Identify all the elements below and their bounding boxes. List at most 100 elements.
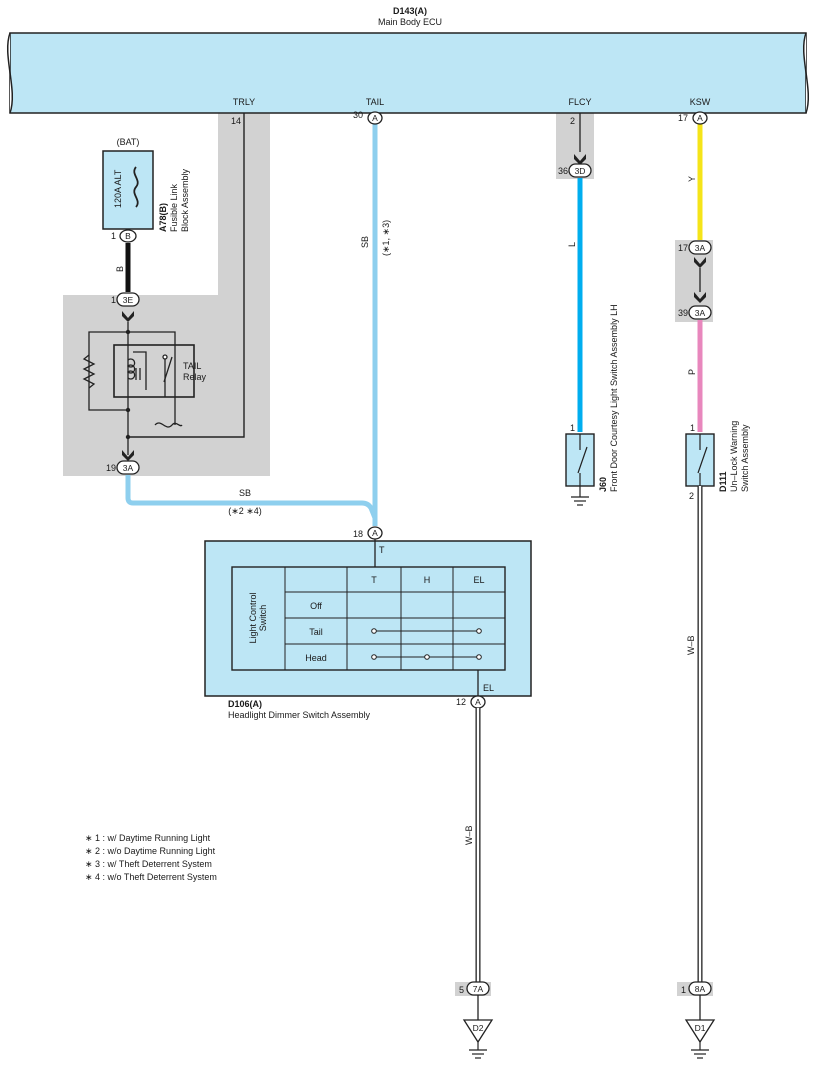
fusible-link-id: A78(B) <box>158 203 168 232</box>
ecu-name: Main Body ECU <box>378 17 442 27</box>
connector-ksw-upper-3a: 3A <box>688 240 712 255</box>
note-2: ∗ 2 : w/o Daytime Running Light <box>85 846 216 856</box>
courtesy-light-switch <box>565 433 595 506</box>
b-wire-label: B <box>115 266 125 272</box>
d2-label: D2 <box>473 1023 484 1033</box>
connector-3e: 3E <box>116 292 140 307</box>
column-el: EL <box>473 575 484 585</box>
column-h: H <box>424 575 431 585</box>
svg-text:3A: 3A <box>123 463 134 473</box>
junction-dot <box>125 434 131 440</box>
ksw-wire-color-top: Y <box>687 176 697 182</box>
svg-text:B: B <box>125 231 131 241</box>
trly-terminal-label: TRLY <box>233 97 255 107</box>
ksw-terminal-label: KSW <box>690 97 711 107</box>
connector-chevron-icon <box>122 311 134 322</box>
light-control-name-1: Light Control <box>248 592 258 643</box>
light-control-name-2: Switch <box>258 605 268 632</box>
svg-text:A: A <box>372 113 378 123</box>
note-4: ∗ 4 : w/o Theft Deterrent System <box>85 872 217 882</box>
d2-ground-icon <box>469 1042 487 1059</box>
tail-wire-note: (∗1, ∗3) <box>381 220 391 256</box>
fusible-link-box <box>102 150 154 230</box>
light-control-table <box>231 566 506 671</box>
connector-7a: 7A <box>466 981 490 996</box>
courtesy-switch-name: Front Door Courtesy Light Switch Assembl… <box>609 304 619 492</box>
svg-text:7A: 7A <box>473 984 484 994</box>
svg-text:3A: 3A <box>695 243 706 253</box>
row-off: Off <box>310 601 322 611</box>
connector-3d: 3D <box>568 163 592 178</box>
tail-wire-color: SB <box>360 236 370 248</box>
dimmer-id: D106(A) <box>228 699 262 709</box>
ksw-wire-color-bottom: P <box>687 369 697 375</box>
courtesy-switch-id: J60 <box>598 477 608 492</box>
junction-dot <box>125 407 131 413</box>
column-t: T <box>371 575 377 585</box>
relay-bottom-pin: 19 <box>106 463 116 473</box>
relay-top-pin: 1 <box>111 295 116 305</box>
ksw-upper-pin: 17 <box>678 243 688 253</box>
bat-label: (BAT) <box>117 137 140 147</box>
dimmer-input-pin: 18 <box>353 529 363 539</box>
unlock-switch-name-2: Switch Assembly <box>740 424 750 492</box>
relay-sb-wire <box>125 475 378 519</box>
ecu-id: D143(A) <box>393 6 427 16</box>
tail-pin: 30 <box>353 110 363 120</box>
connector-8a: 8A <box>688 981 712 996</box>
d1-ground-triangle-icon <box>684 1019 716 1044</box>
trly-pin: 14 <box>231 116 241 126</box>
tail-row-connection <box>371 628 482 634</box>
d1-ground-icon <box>691 1042 709 1059</box>
tail-terminal-label: TAIL <box>366 97 384 107</box>
connector-chevron-icon <box>122 450 134 461</box>
connector-chevron-icon <box>694 292 706 303</box>
fusible-link-pin: 1 <box>111 231 116 241</box>
svg-text:3E: 3E <box>123 295 134 305</box>
fusible-link-rating: 120A ALT <box>113 169 123 208</box>
relay-name-2: Relay <box>183 372 207 382</box>
svg-text:A: A <box>697 113 703 123</box>
connector-chevron-icon <box>574 154 586 165</box>
main-body-ecu <box>6 32 810 114</box>
relay-gray-panel <box>63 295 270 476</box>
relay-out-wire-note: (∗2 ∗4) <box>228 506 262 516</box>
connector-ksw-a: A <box>692 111 708 125</box>
connector-chevron-icon <box>694 257 706 268</box>
unlock-switch-name-1: Un–Lock Warning <box>729 421 739 492</box>
tail-relay-circuit <box>82 322 195 455</box>
flcy-pin: 2 <box>570 116 575 126</box>
svg-text:3A: 3A <box>695 308 706 318</box>
fusible-link-name-2: Block Assembly <box>180 168 190 232</box>
svg-text:3D: 3D <box>575 166 586 176</box>
dimmer-output-pin: 12 <box>456 697 466 707</box>
connector-ksw-lower-3a: 3A <box>688 305 712 320</box>
head-row-connection <box>371 654 482 660</box>
connector-dimmer-in: A <box>367 526 383 540</box>
flcy-terminal-label: FLCY <box>568 97 591 107</box>
flcy-conn-pin: 36 <box>558 166 568 176</box>
fuse-icon <box>133 166 139 208</box>
d2-pin: 5 <box>459 985 464 995</box>
unlock-warning-switch <box>685 433 715 487</box>
connector-dimmer-out: A <box>470 695 486 709</box>
svg-text:A: A <box>475 697 481 707</box>
d1-pin: 1 <box>681 985 686 995</box>
dimmer-name: Headlight Dimmer Switch Assembly <box>228 710 371 720</box>
unlock-switch-id: D111 <box>718 471 728 492</box>
svg-text:A: A <box>372 528 378 538</box>
connector-relay-3a: 3A <box>116 460 140 475</box>
row-tail: Tail <box>309 627 323 637</box>
d1-label: D1 <box>695 1023 706 1033</box>
relay-out-wire-color: SB <box>239 488 251 498</box>
dimmer-wb-label: W–B <box>464 825 474 845</box>
ksw-pin: 17 <box>678 113 688 123</box>
junction-dot <box>125 329 131 335</box>
courtesy-switch-pin: 1 <box>570 423 575 433</box>
connector-b: B <box>119 229 137 243</box>
fusible-link-name-1: Fusible Link <box>169 183 179 232</box>
flcy-wire-color: L <box>567 242 577 247</box>
connector-tail-a: A <box>367 111 383 125</box>
dimmer-el-label: EL <box>483 683 494 693</box>
